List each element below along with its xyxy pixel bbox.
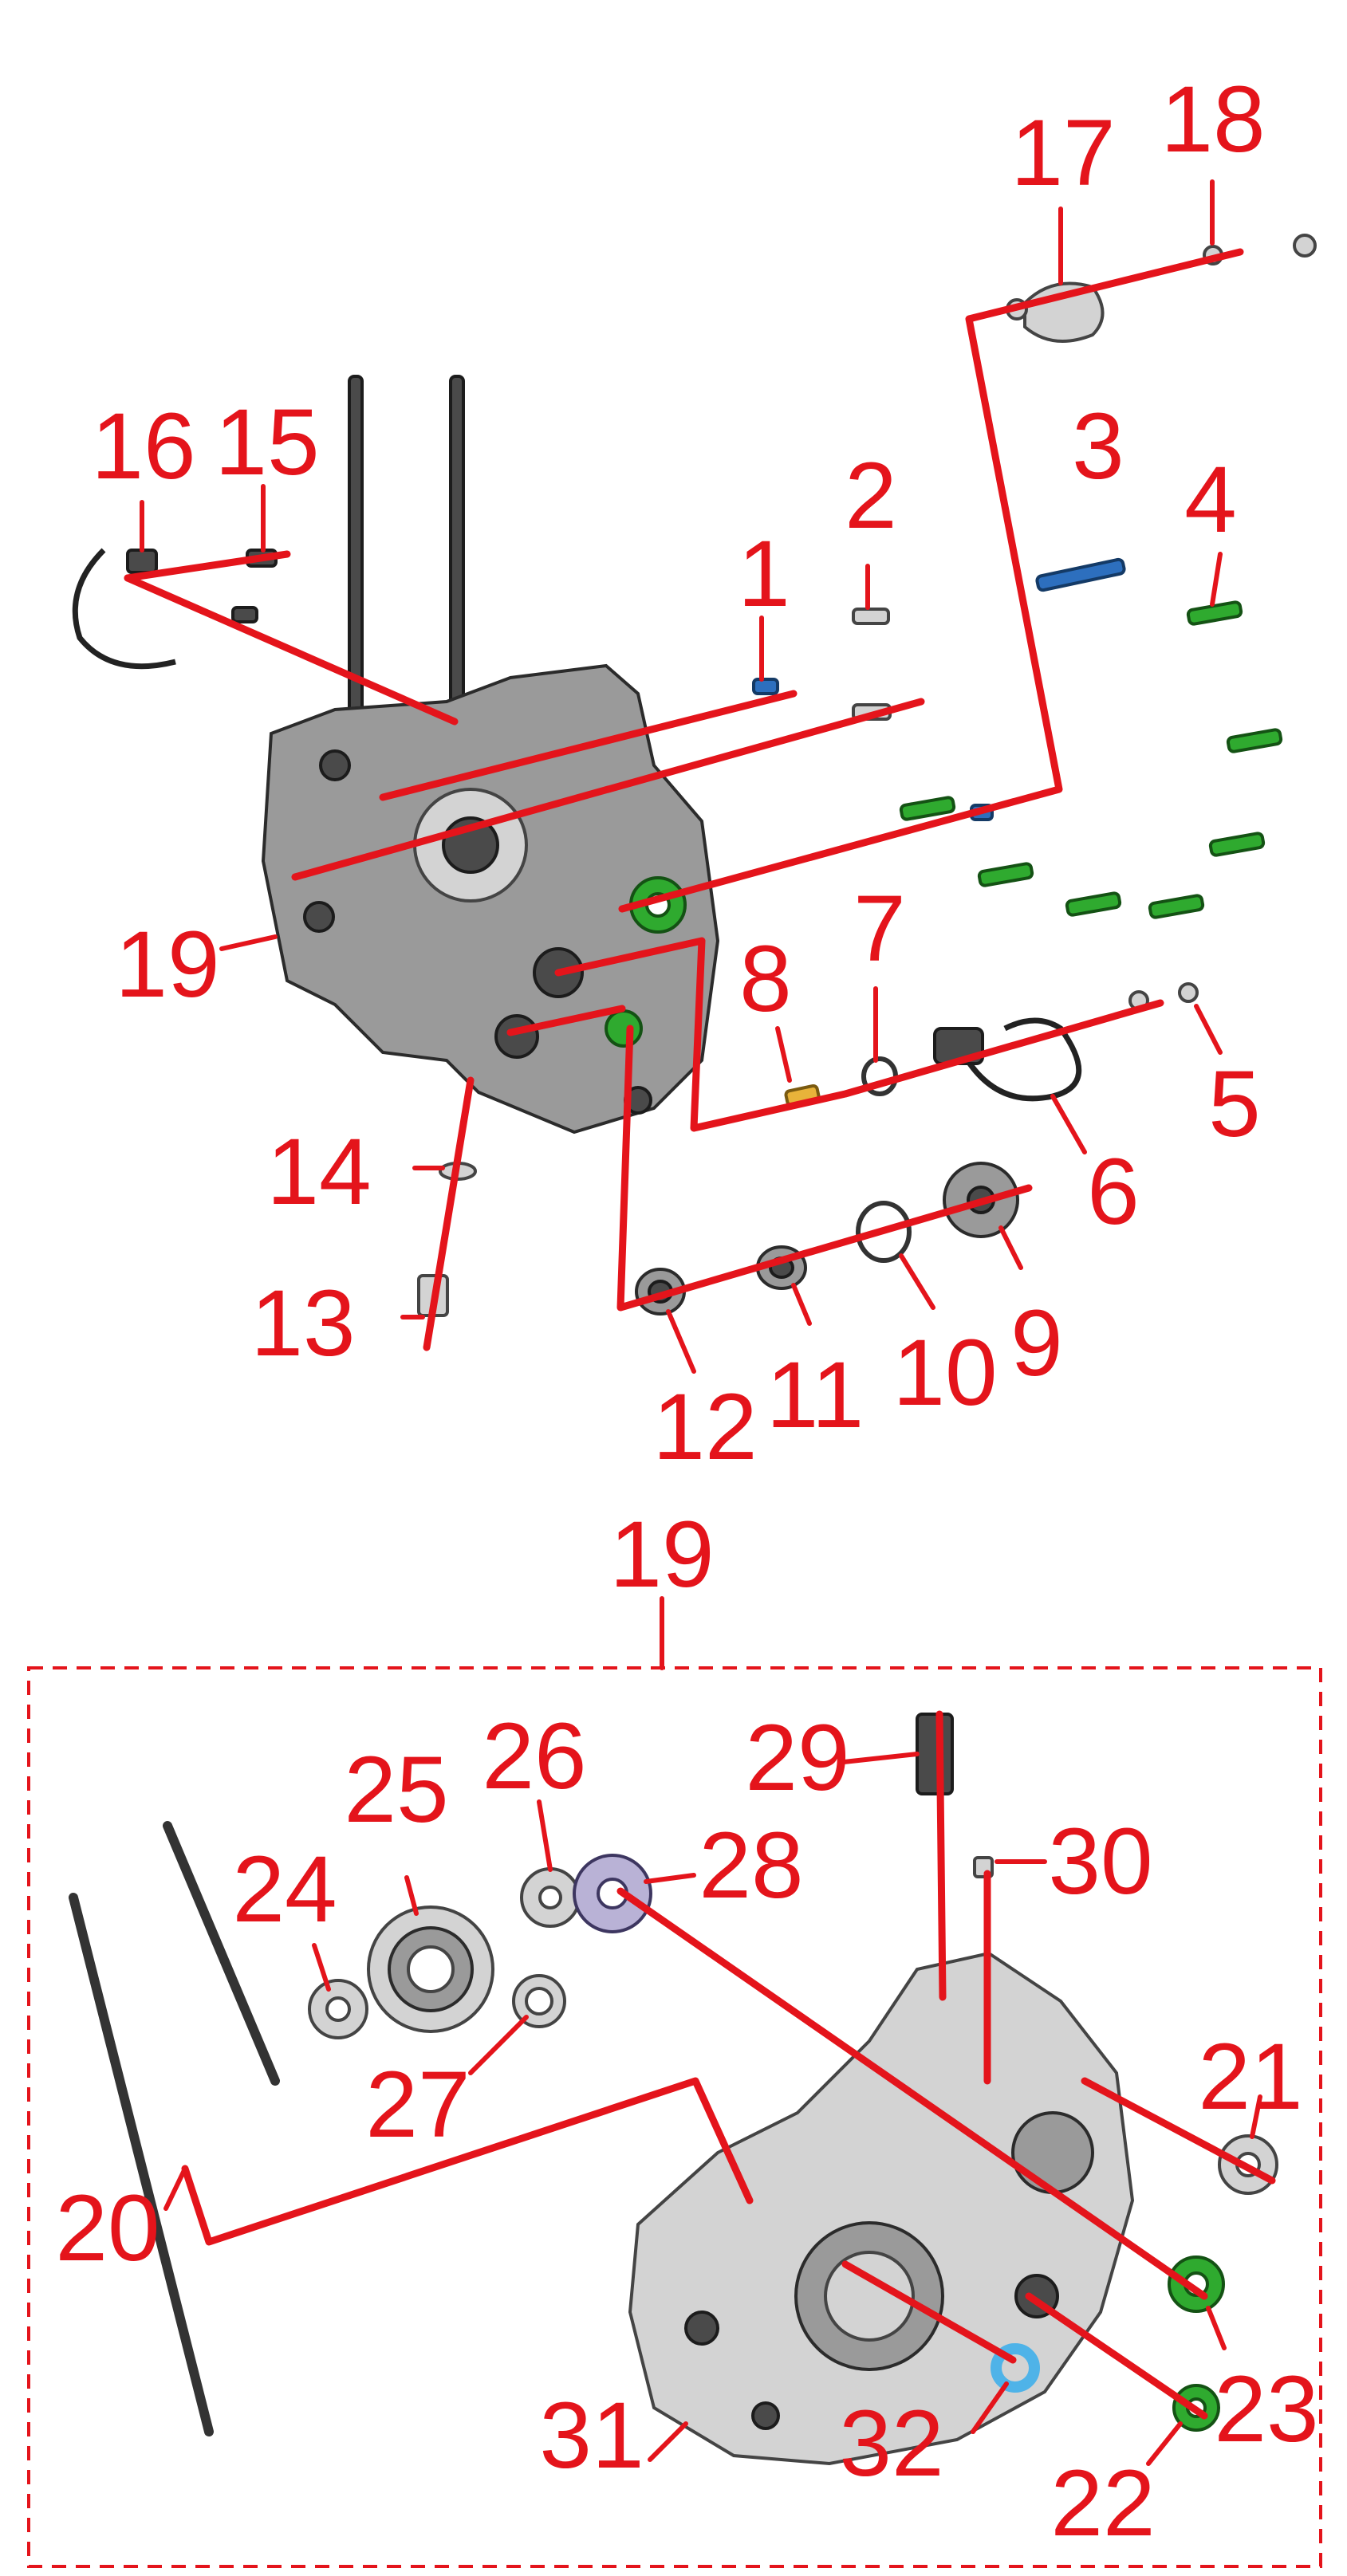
callout-26: 26: [482, 1704, 586, 1809]
stud: [449, 375, 465, 729]
oil-seal: [605, 1009, 643, 1048]
needle-bearing-inner: [525, 1987, 553, 2016]
leader-lines-lower: [181, 1710, 1276, 2420]
bolt-green: [1226, 728, 1283, 753]
bearing-bore: [1011, 2111, 1094, 2194]
callout-13: 13: [250, 1271, 355, 1376]
callout-18: 18: [1160, 67, 1265, 172]
bolt-hole: [751, 2401, 780, 2430]
callout-31: 31: [539, 2383, 644, 2488]
callout-4: 4: [1184, 447, 1237, 553]
ball-bearing-inner: [407, 1945, 455, 1993]
bolt: [852, 608, 890, 625]
sensor-wire: [72, 548, 176, 670]
callout-20: 20: [55, 2176, 160, 2281]
bolt: [231, 606, 258, 623]
callout-11: 11: [766, 1343, 865, 1448]
bolt-green: [1186, 600, 1243, 626]
upper-assembly: 1 2 3 4 5 6 7 8 9 10 11 12 13 14 15 16 1…: [72, 67, 1317, 1480]
bolt-blue-long: [1035, 557, 1126, 592]
bolt-hole: [494, 1014, 539, 1059]
callout-27: 27: [365, 2052, 470, 2157]
bolt-green: [1208, 832, 1266, 857]
callout-21: 21: [1198, 2024, 1302, 2130]
screw: [1178, 982, 1199, 1003]
callout-22: 22: [1050, 2451, 1155, 2556]
callout-16: 16: [91, 394, 195, 499]
callout-14: 14: [266, 1119, 371, 1225]
bolt-green: [1065, 891, 1122, 917]
callout-1: 1: [738, 521, 790, 627]
callout-12: 12: [652, 1375, 757, 1480]
bolt-hole: [319, 749, 351, 781]
sensor: [126, 549, 158, 574]
callout-3: 3: [1072, 394, 1124, 499]
bolt-green: [1148, 894, 1205, 919]
o-ring-32: [991, 2343, 1040, 2393]
bolt-green: [899, 796, 956, 821]
o-ring: [856, 1201, 912, 1263]
switch-wire: [963, 1017, 1082, 1102]
callout-5: 5: [1208, 1052, 1261, 1157]
crankcase-bore-inner: [824, 2251, 915, 2342]
callout-8: 8: [739, 926, 792, 1032]
callout-19-upper: 19: [115, 912, 219, 1017]
stud: [348, 375, 364, 745]
callout-2: 2: [845, 443, 897, 549]
callout-15: 15: [215, 390, 319, 495]
callout-32: 32: [839, 2391, 943, 2496]
bolt-blue: [752, 678, 779, 695]
callout-28: 28: [699, 1813, 803, 1918]
callout-24: 24: [232, 1837, 337, 1942]
bearing-small-inner: [325, 1996, 351, 2022]
crankcase-right-half: [628, 1951, 1135, 2466]
callout-7: 7: [853, 876, 906, 981]
stud: [163, 1821, 280, 2086]
bolt-hole: [303, 901, 335, 933]
callout-17: 17: [1010, 100, 1115, 206]
bolt-hole: [684, 2311, 719, 2346]
callout-30: 30: [1048, 1809, 1152, 1914]
leader-lines-upper: [124, 248, 1244, 1351]
detail-frame: [27, 1666, 1322, 2568]
lower-assembly-detail: 19: [27, 1502, 1322, 2568]
callout-ticks-upper: [140, 179, 1223, 1374]
bearing-washer-inner: [538, 1886, 562, 1909]
bolt-green: [977, 862, 1034, 887]
callout-10: 10: [892, 1320, 997, 1426]
callout-23: 23: [1214, 2357, 1318, 2462]
nut: [1293, 234, 1317, 258]
stud: [69, 1893, 214, 2436]
callout-25: 25: [344, 1737, 448, 1843]
callout-9: 9: [1010, 1291, 1063, 1396]
callout-19-detail: 19: [609, 1502, 714, 1607]
breather-pipe: [916, 1713, 954, 1795]
callout-29: 29: [745, 1705, 849, 1811]
callout-ticks-lower: [163, 1752, 1262, 2466]
callout-6: 6: [1087, 1139, 1140, 1245]
